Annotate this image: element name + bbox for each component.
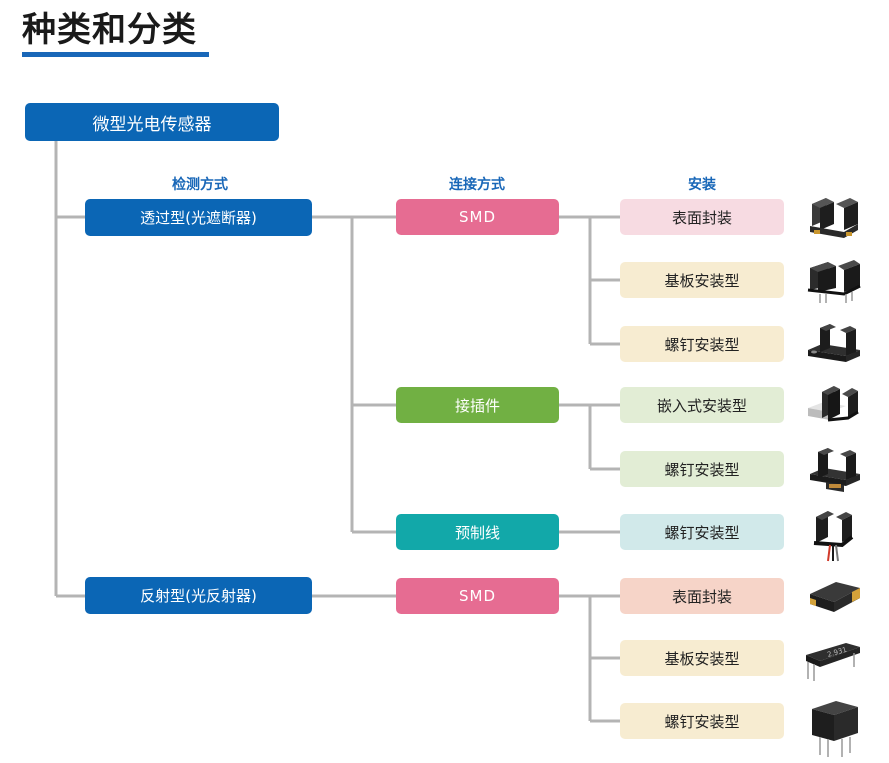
mounting-surface: 表面封装 xyxy=(620,199,784,235)
mounting-snap-in: 嵌入式安装型 xyxy=(620,387,784,423)
detection-reflective: 反射型(光反射器) xyxy=(85,577,312,614)
mounting-screw: 螺钉安装型 xyxy=(620,514,784,550)
header-mounting: 安装 xyxy=(688,177,716,193)
header-connection: 连接方式 xyxy=(449,177,505,193)
connection-connector: 接插件 xyxy=(396,387,559,423)
mounting-screw: 螺钉安装型 xyxy=(620,703,784,739)
mounting-screw: 螺钉安装型 xyxy=(620,451,784,487)
root-node: 微型光电传感器 xyxy=(25,103,279,141)
product-image-screw-mount xyxy=(808,324,860,362)
product-image-snap-in xyxy=(808,386,859,422)
mounting-screw: 螺钉安装型 xyxy=(620,326,784,362)
product-image-prewired xyxy=(813,511,854,562)
product-image-pcb-mount xyxy=(807,260,861,303)
product-image-surface-mount xyxy=(810,198,858,238)
detection-transmissive: 透过型(光遮断器) xyxy=(85,199,312,236)
connection-smd: SMD xyxy=(396,199,559,235)
product-image-connector-screw xyxy=(810,448,860,492)
connection-prewired: 预制线 xyxy=(396,514,559,550)
connection-smd-reflective: SMD xyxy=(396,578,559,614)
product-image-reflective-pcb: 2.931 xyxy=(806,643,860,681)
header-detection: 检测方式 xyxy=(172,177,228,193)
page-title: 种类和分类 xyxy=(22,10,197,50)
product-image-reflective-screw xyxy=(812,701,858,757)
mounting-pcb: 基板安装型 xyxy=(620,640,784,676)
mounting-pcb: 基板安装型 xyxy=(620,262,784,298)
mounting-surface: 表面封装 xyxy=(620,578,784,614)
title-underline xyxy=(22,52,209,57)
product-image-reflective-surface xyxy=(810,582,860,612)
